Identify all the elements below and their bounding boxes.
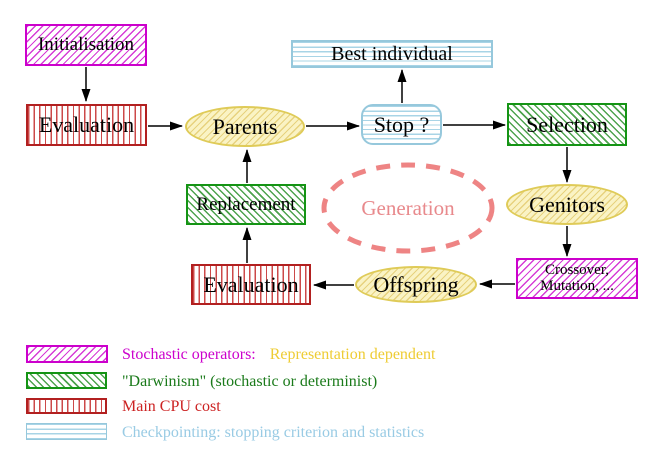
legend-label-cpu-cost: Main CPU cost xyxy=(122,398,221,415)
legend-text-stochastic: Stochastic operators: xyxy=(122,346,256,363)
legend-label-stochastic-operators: Stochastic operators: Representation depe… xyxy=(122,346,435,364)
legend-label-checkpointing: Checkpointing: stopping criterion and st… xyxy=(122,424,425,441)
node-parents: Parents xyxy=(185,106,305,147)
node-evaluation-top: Evaluation xyxy=(26,104,147,146)
legend-text-representation: Representation dependent xyxy=(269,346,436,363)
legend-swatch-stochastic-operators xyxy=(26,345,108,363)
legend-swatch-checkpointing xyxy=(26,423,107,440)
node-replacement: Replacement xyxy=(186,184,306,225)
node-stop: Stop ? xyxy=(361,104,442,145)
node-genitors: Genitors xyxy=(506,184,628,225)
legend-label-darwinism: "Darwinism" (stochastic or determinist) xyxy=(122,373,378,390)
legend-swatch-darwinism xyxy=(26,372,107,389)
node-initialisation: Initialisation xyxy=(25,24,147,66)
node-best-individual: Best individual xyxy=(291,40,493,68)
node-crossover-mutation: Crossover, Mutation, ... xyxy=(516,258,638,299)
crossover-line2: Mutation, ... xyxy=(540,277,614,294)
node-offspring: Offspring xyxy=(355,266,477,303)
generation-label: Generation xyxy=(361,196,455,220)
generation-dashed-ellipse xyxy=(321,162,495,254)
node-selection: Selection xyxy=(507,103,627,146)
node-evaluation-bottom: Evaluation xyxy=(191,264,311,305)
legend-swatch-cpu-cost xyxy=(26,398,107,414)
crossover-line1: Crossover, xyxy=(545,261,609,278)
